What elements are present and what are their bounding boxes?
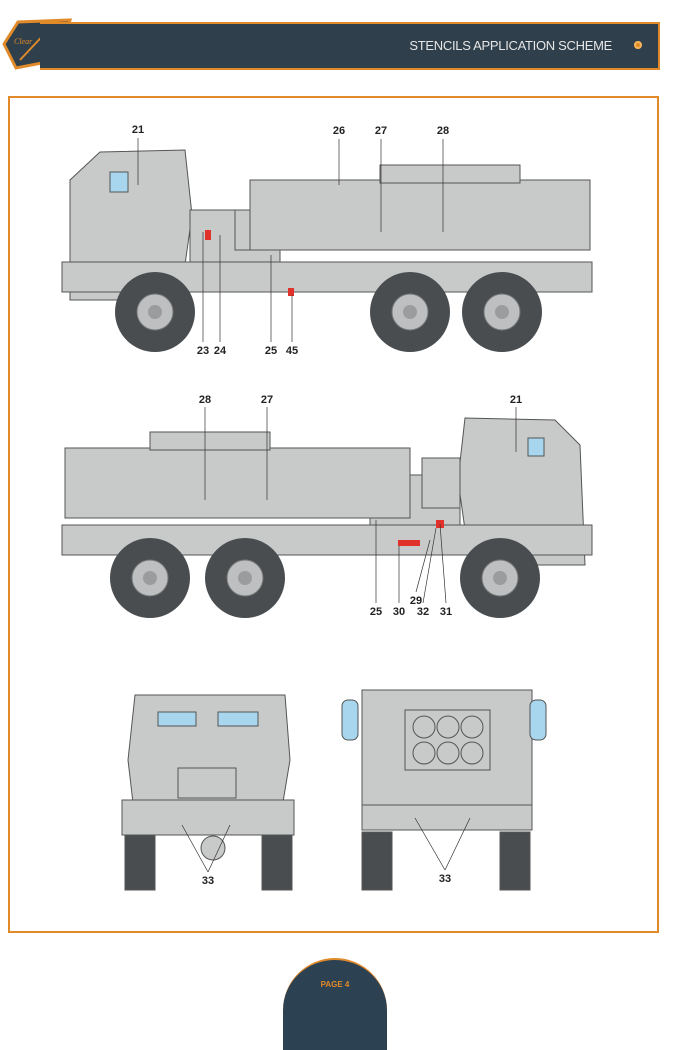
- wheel: [109, 537, 191, 619]
- callout-28: 28: [436, 125, 450, 137]
- callout-45: 45: [285, 345, 299, 357]
- callout-29: 29: [409, 595, 423, 607]
- rear-view: [341, 689, 547, 891]
- callout-21: 21: [131, 124, 145, 136]
- header-dot-icon: [634, 41, 642, 49]
- header-title: STENCILS APPLICATION SCHEME: [409, 38, 612, 53]
- callout-27: 27: [374, 125, 388, 137]
- callout-25: 25: [264, 345, 278, 357]
- callout-25: 25: [369, 606, 383, 618]
- callout-33-rear: 33: [438, 873, 452, 885]
- page-header: STENCILS APPLICATION SCHEME: [40, 22, 660, 70]
- leader-lines: [137, 138, 517, 873]
- wheel: [369, 271, 451, 353]
- callout-28: 28: [198, 394, 212, 406]
- callout-26: 26: [332, 125, 346, 137]
- callout-23: 23: [196, 345, 210, 357]
- callout-24: 24: [213, 345, 227, 357]
- left-side-view: [61, 149, 593, 301]
- callout-27: 27: [260, 394, 274, 406]
- callout-32: 32: [416, 606, 430, 618]
- callout-31: 31: [439, 606, 453, 618]
- vehicle-drawings: [61, 138, 593, 891]
- wheel: [459, 537, 541, 619]
- wheel: [114, 271, 196, 353]
- callout-30: 30: [392, 606, 406, 618]
- wheel: [204, 537, 286, 619]
- front-view: [121, 694, 295, 891]
- callout-33-front: 33: [201, 875, 215, 887]
- page-number: PAGE 4: [320, 980, 350, 989]
- svg-text:Clear: Clear: [14, 37, 33, 46]
- wheel: [461, 271, 543, 353]
- drawing-frame: [8, 96, 659, 933]
- callout-21: 21: [509, 394, 523, 406]
